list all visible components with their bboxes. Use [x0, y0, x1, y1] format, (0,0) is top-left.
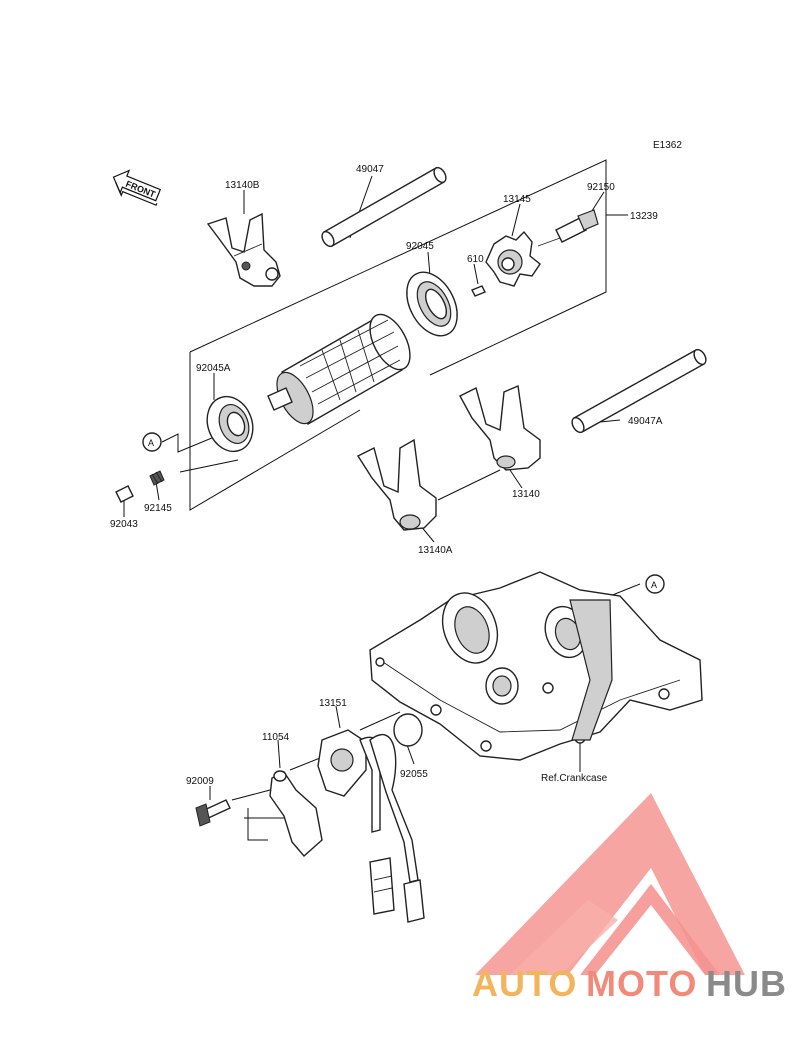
label-49047a: 49047A	[628, 416, 663, 427]
label-610: 610	[467, 254, 484, 265]
label-92045a: 92045A	[196, 363, 231, 374]
label-92055: 92055	[400, 769, 428, 780]
label-92145: 92145	[144, 503, 172, 514]
bolt-92150	[537, 209, 599, 247]
sensor-13151	[317, 729, 425, 923]
oring-92055	[393, 713, 423, 747]
bracket-11054	[269, 770, 323, 857]
diagram-code: E1362	[653, 140, 682, 151]
bearing-92045	[406, 271, 458, 337]
label-13140b: 13140B	[225, 180, 260, 191]
shift-rod-49047	[321, 166, 447, 248]
shift-drum	[267, 313, 411, 425]
label-13145: 13145	[503, 194, 531, 205]
shift-fork-13140	[459, 384, 541, 471]
star-plate-13145	[485, 230, 541, 287]
watermark-logo	[475, 793, 745, 975]
pin-92043	[115, 485, 134, 503]
label-92150: 92150	[587, 182, 615, 193]
shift-fork-13140a	[356, 438, 437, 531]
label-13140: 13140	[512, 489, 540, 500]
watermark-text: AUTO MOTO HUB	[472, 963, 787, 1004]
shift-fork-13140b	[206, 212, 281, 287]
label-13140a: 13140A	[418, 545, 453, 556]
callout-a-right-label: A	[651, 580, 657, 590]
bearing-92045a	[206, 395, 254, 453]
pin-610	[471, 285, 486, 297]
label-ref-crankcase: Ref.Crankcase	[541, 773, 608, 784]
label-11054: 11054	[262, 732, 290, 743]
shift-rod-49047a	[571, 348, 707, 434]
watermark-moto: MOTO	[586, 963, 697, 1004]
callout-a-left-label: A	[148, 438, 154, 448]
assembly-13239-outline	[189, 159, 628, 511]
callout-a-left: A	[142, 432, 162, 452]
callout-a-right: A	[645, 574, 665, 594]
label-13239: 13239	[630, 211, 658, 222]
front-arrow-icon: FRONT	[112, 169, 162, 206]
label-92043: 92043	[110, 519, 138, 530]
bolt-92009	[195, 799, 231, 827]
watermark-hub: HUB	[706, 963, 787, 1004]
label-49047: 49047	[356, 164, 384, 175]
label-92009: 92009	[186, 776, 214, 787]
spring-92145	[149, 470, 165, 486]
part-labels: 13140B 49047 13145 92150 13239 92045 610…	[110, 164, 663, 787]
label-13151: 13151	[319, 698, 347, 709]
crankcase-reference	[369, 571, 703, 761]
watermark-auto: AUTO	[472, 963, 577, 1004]
label-92045: 92045	[406, 241, 434, 252]
